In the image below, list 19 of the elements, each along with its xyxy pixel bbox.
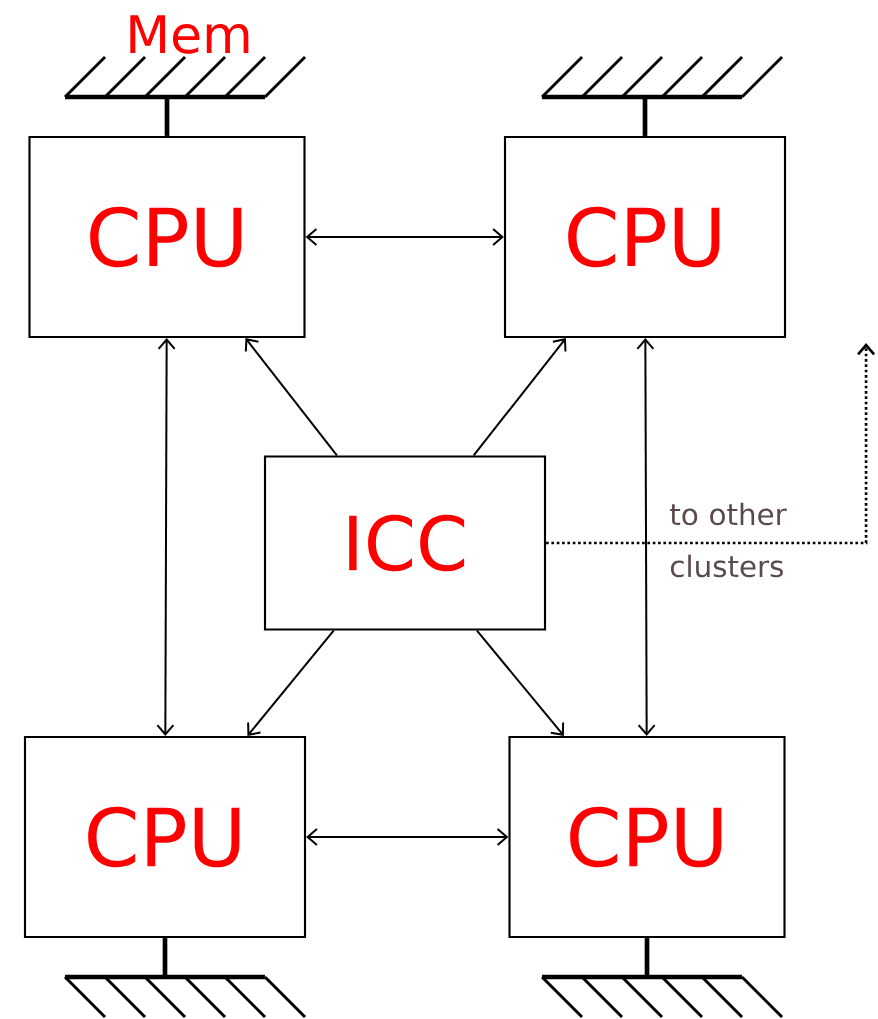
memory-drawing <box>540 55 784 100</box>
arrow <box>247 629 335 736</box>
process-box: CPU <box>508 735 786 939</box>
edge-label: to other clusters <box>670 502 787 578</box>
process-box: ICC <box>263 455 547 631</box>
arrow <box>305 228 504 246</box>
arrow <box>472 338 567 457</box>
process-box: CPU <box>23 735 307 939</box>
arrow <box>546 343 876 545</box>
memory-drawing: Mem <box>63 15 307 100</box>
memory-drawing <box>63 974 307 1019</box>
arrow <box>475 629 565 736</box>
process-box: CPU <box>503 135 787 339</box>
memory-drawing <box>540 974 784 1019</box>
process-box: CPU <box>28 135 306 339</box>
arrow <box>244 338 338 457</box>
arrow <box>156 338 176 736</box>
arrow <box>306 828 509 846</box>
arrow <box>636 338 656 736</box>
